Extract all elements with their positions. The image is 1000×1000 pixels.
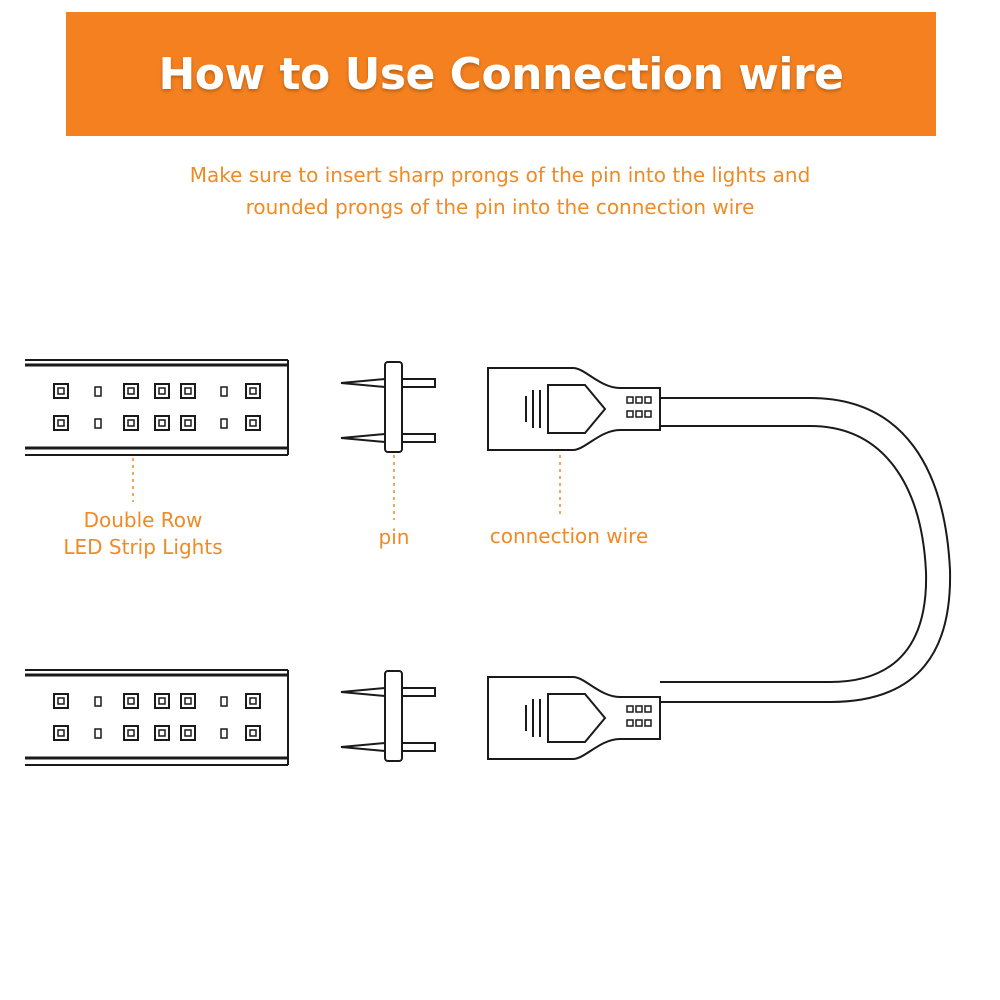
page-title: How to Use Connection wire [158,48,844,100]
connection-wire-cable [660,397,952,703]
led-strip-icon [25,669,289,766]
pin-connector-icon [340,670,436,762]
pin-label: pin [378,525,410,549]
pin-connector-icon [340,361,436,453]
instruction-line-2: rounded prongs of the pin into the conne… [245,195,755,219]
strip-label-line-1: Double Row [83,508,203,532]
strip-label-line-2: LED Strip Lights [63,535,223,559]
connection-wire-icon [487,367,661,451]
connection-wire-icon [487,676,661,760]
instruction-line-1: Make sure to insert sharp prongs of the … [189,163,811,187]
title-banner: How to Use Connection wire [66,12,936,136]
led-strip-icon [25,359,289,456]
connection-wire-label: connection wire [489,524,649,548]
